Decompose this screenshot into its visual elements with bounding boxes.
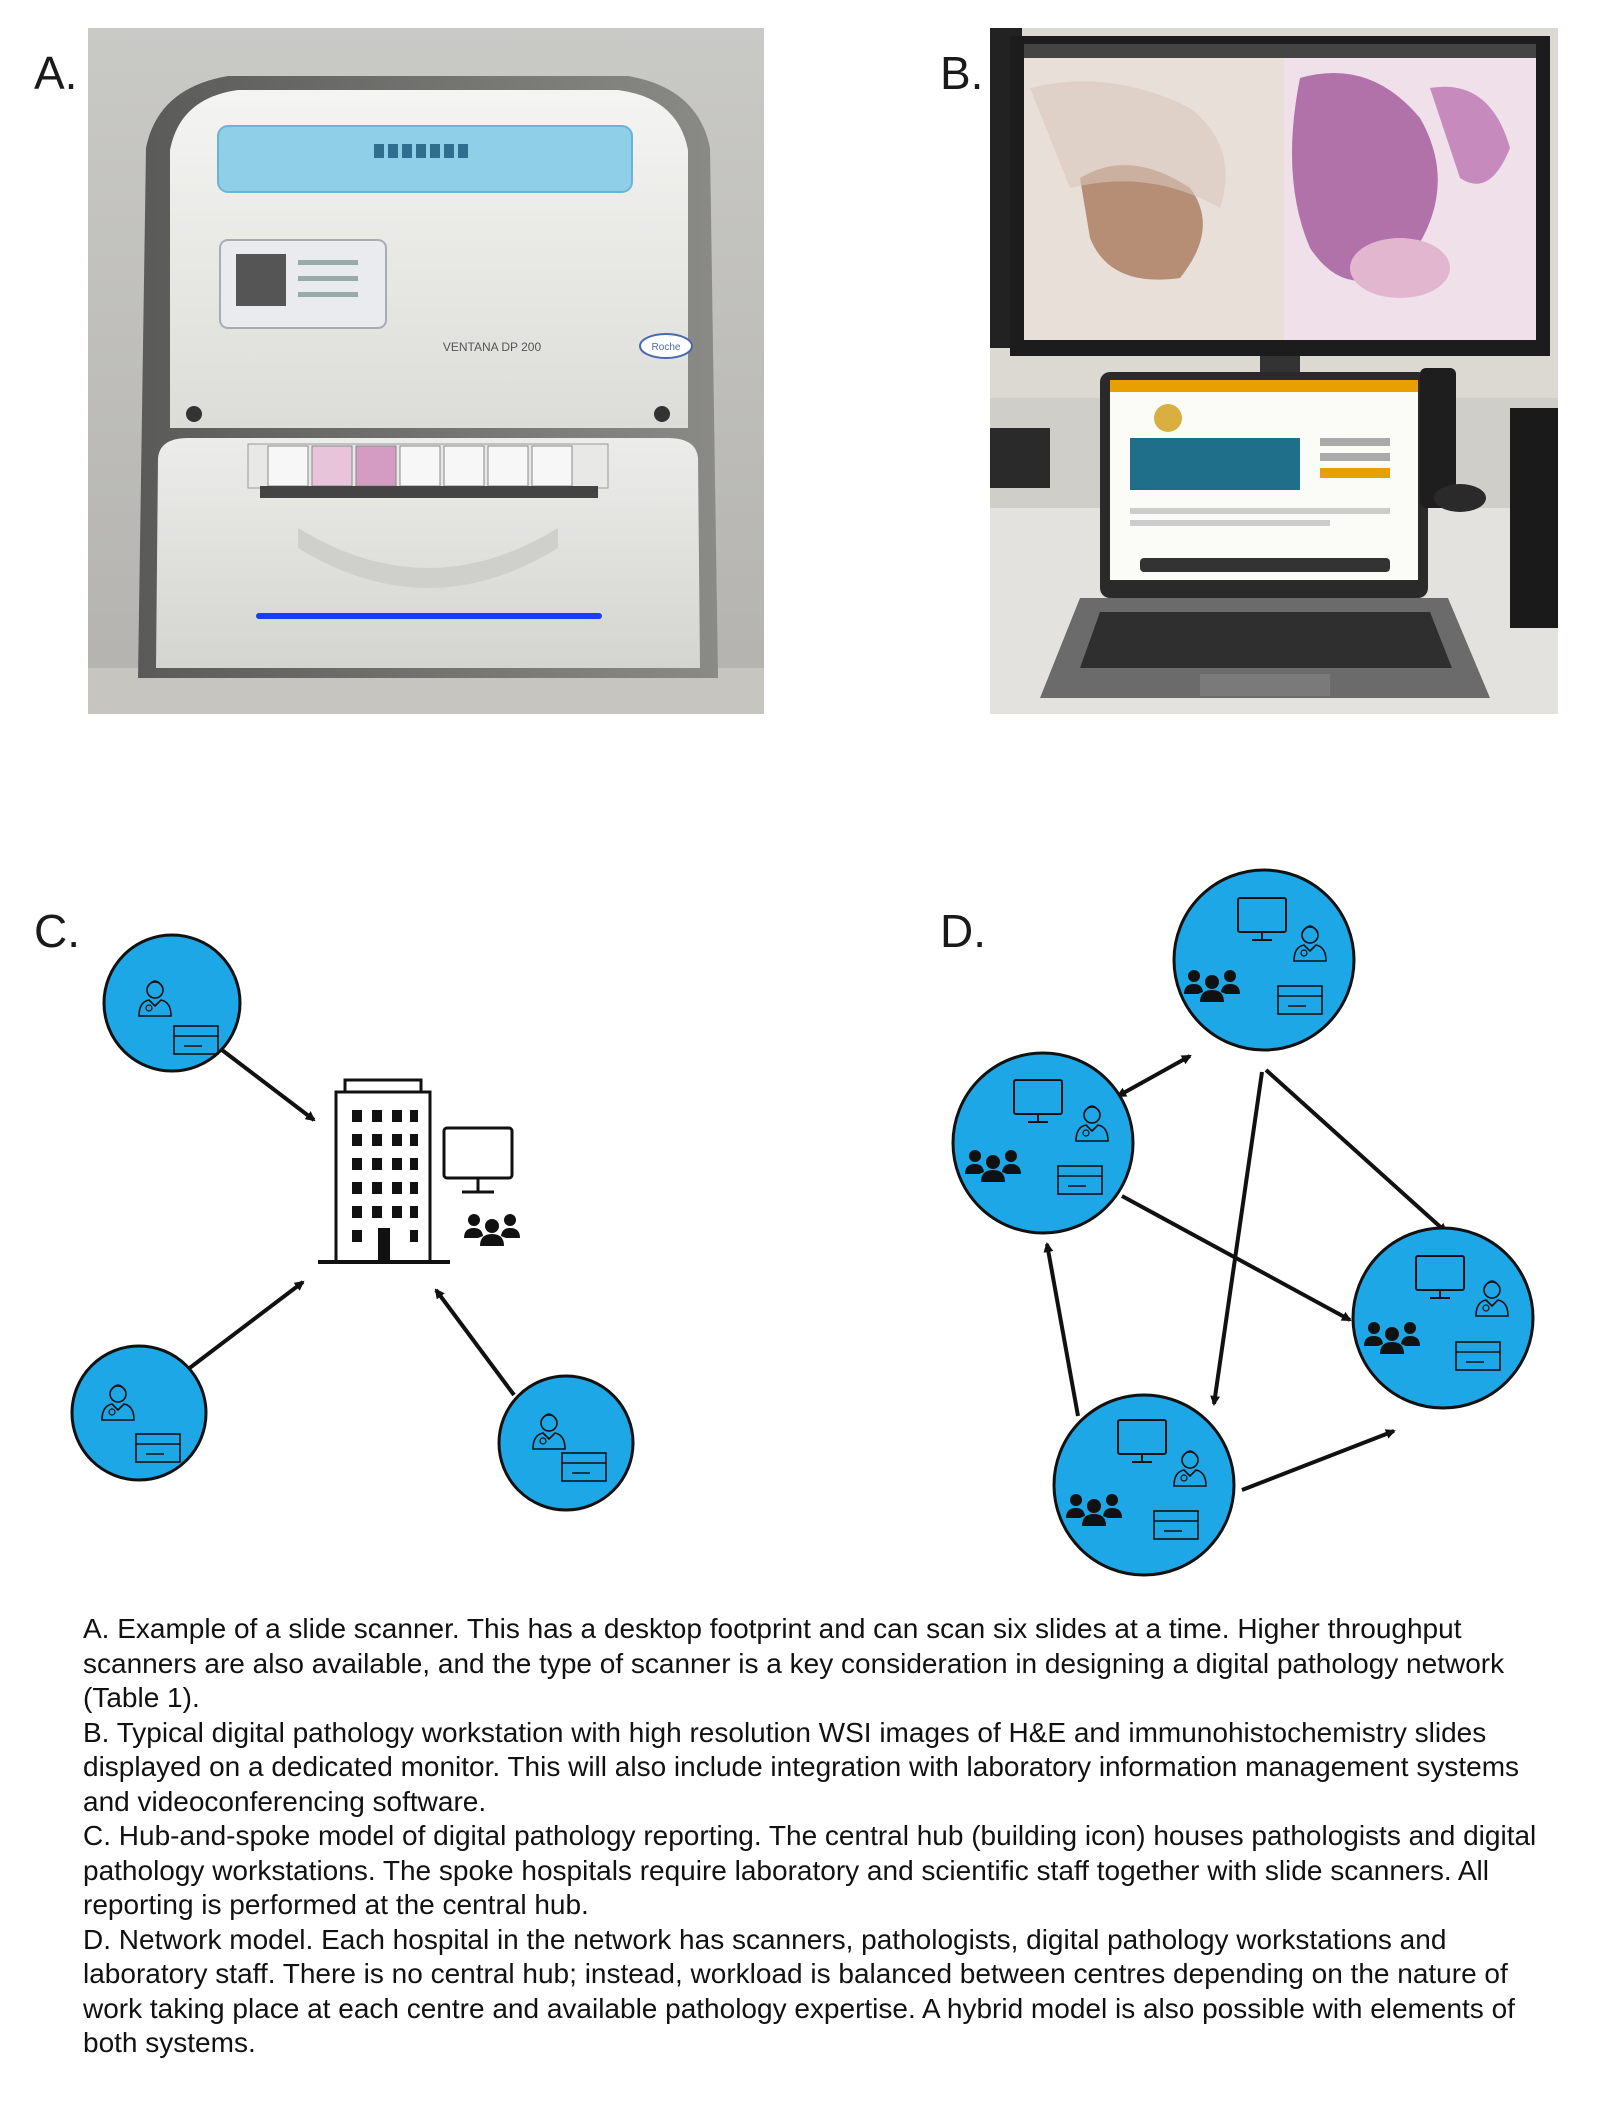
scanner-model-label: VENTANA DP 200	[443, 340, 542, 354]
spoke-hospital-top	[102, 933, 242, 1073]
people-group-icon	[464, 1214, 520, 1246]
spoke-hospital-bottom-right	[497, 1374, 635, 1512]
workstation-photo	[990, 28, 1558, 714]
panel-label-d: D.	[940, 905, 986, 957]
figure-caption: A. Example of a slide scanner. This has …	[83, 1612, 1553, 2061]
central-hub	[318, 1078, 520, 1264]
panel-label-c: C.	[34, 905, 80, 957]
slide-tray	[267, 445, 573, 487]
hub-and-spoke-diagram	[70, 933, 635, 1512]
roche-logo-text: Roche	[652, 342, 681, 353]
scanner-window-marks	[374, 144, 468, 158]
network-model-diagram	[951, 868, 1535, 1577]
caption-a: A. Example of a slide scanner. This has …	[83, 1613, 1505, 1713]
panel-label-b: B.	[940, 47, 984, 99]
caption-d: D. Network model. Each hospital in the n…	[83, 1923, 1515, 2059]
network-hospital-left	[951, 1051, 1135, 1235]
slide-scanner-photo: VENTANA DP 200 Roche	[88, 28, 764, 714]
network-hospital-top	[1172, 868, 1356, 1052]
building-icon	[318, 1078, 450, 1264]
panel-label-a: A.	[34, 47, 78, 99]
monitor-icon	[442, 1126, 514, 1194]
caption-c: C. Hub-and-spoke model of digital pathol…	[83, 1820, 1537, 1920]
caption-b: B. Typical digital pathology workstation…	[83, 1716, 1520, 1817]
network-hospital-right	[1351, 1226, 1535, 1410]
roche-logo	[639, 333, 693, 359]
spoke-hospital-bottom-left	[70, 1344, 208, 1482]
network-hospital-bottom	[1052, 1393, 1236, 1577]
